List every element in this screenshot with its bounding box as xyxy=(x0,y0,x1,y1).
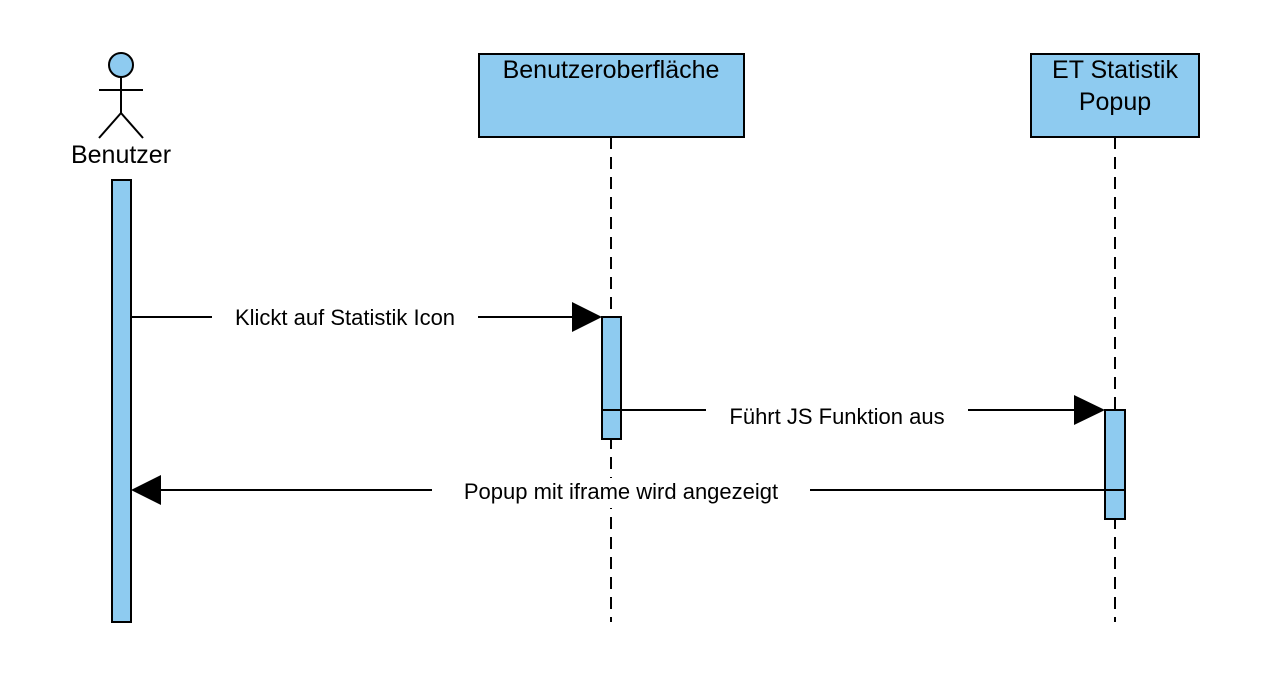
participant-benutzeroberflaeche: Benutzeroberfläche xyxy=(478,53,745,138)
message-label: Klickt auf Statistik Icon xyxy=(235,305,455,330)
arrowhead-right xyxy=(1074,395,1105,425)
message-label-bg xyxy=(432,478,810,508)
participant-et-statistik-popup: ET Statistik Popup xyxy=(1030,53,1200,138)
participant-box xyxy=(478,53,745,138)
participant-label-line2: Popup xyxy=(1079,88,1151,116)
actor-label: Benutzer xyxy=(71,141,171,169)
actor-left-leg xyxy=(98,112,122,139)
arrowhead-left xyxy=(131,475,161,505)
actor-head xyxy=(108,52,134,78)
message-3: Popup mit iframe wird angezeigt xyxy=(131,475,1125,508)
arrowhead-right xyxy=(572,302,602,332)
popup-activation-bar xyxy=(1104,409,1126,520)
participant-label: Benutzeroberfläche xyxy=(503,56,720,84)
message-label: Popup mit iframe wird angezeigt xyxy=(464,479,778,504)
ui-activation-bar xyxy=(601,316,622,440)
actor-activation-bar xyxy=(111,179,132,623)
message-label-bg xyxy=(212,302,478,332)
message-1: Klickt auf Statistik Icon xyxy=(131,302,602,332)
actor-benutzer: Benutzer xyxy=(71,52,171,169)
message-label: Führt JS Funktion aus xyxy=(729,404,944,429)
participant-label-line1: ET Statistik xyxy=(1052,56,1178,84)
actor-right-leg xyxy=(120,112,144,139)
message-2: Führt JS Funktion aus xyxy=(602,395,1105,431)
message-label-bg xyxy=(706,401,968,431)
participant-box xyxy=(1030,53,1200,138)
